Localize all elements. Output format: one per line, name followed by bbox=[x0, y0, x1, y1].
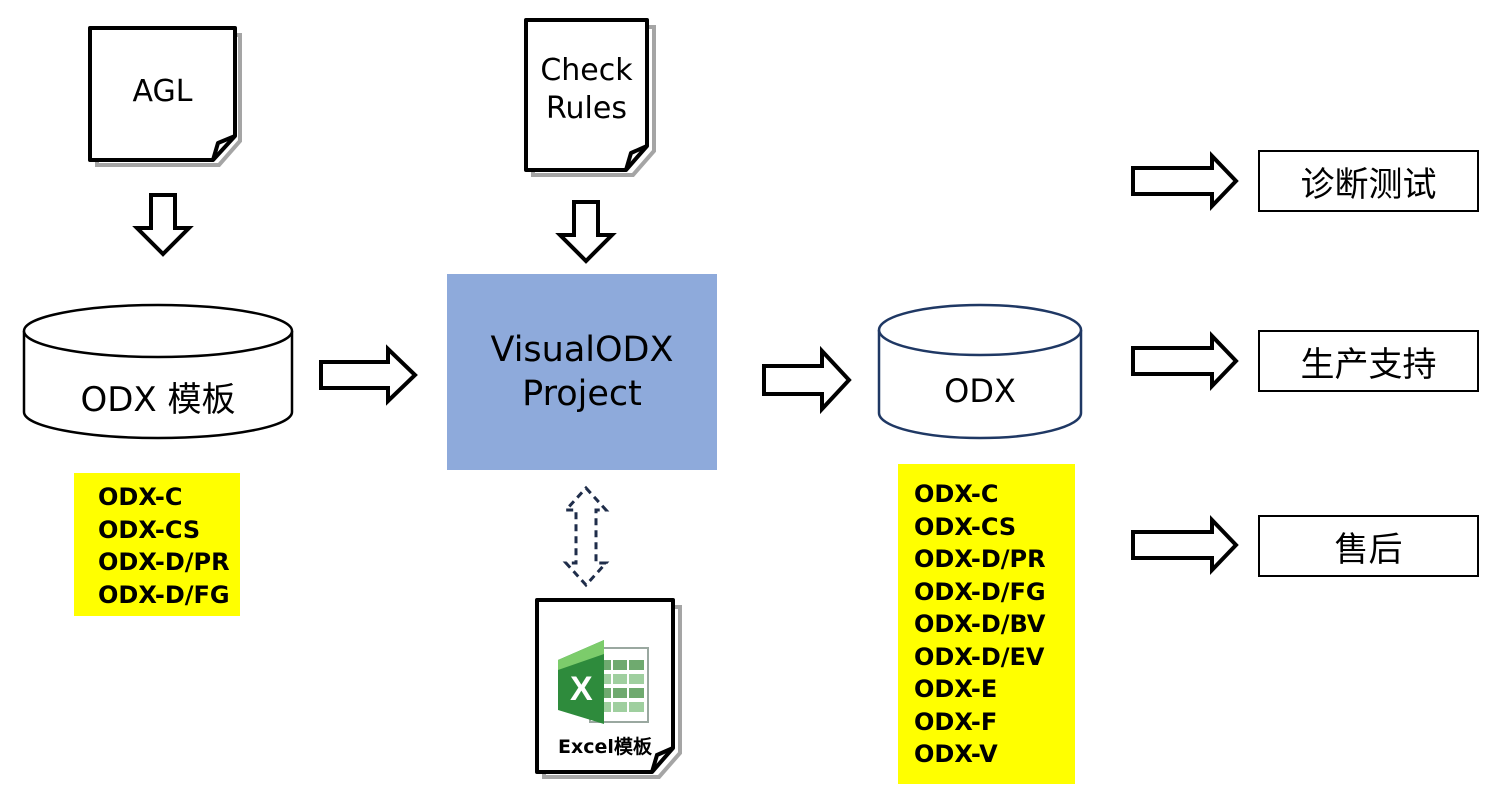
odx-output-format-item: ODX-D/FG bbox=[914, 577, 1046, 606]
odx-output-format-list: ODX-C ODX-CS ODX-D/PR ODX-D/FG ODX-D/BV ODX-D… bbox=[914, 478, 1046, 771]
odx-template-format-item: ODX-D/PR bbox=[98, 548, 230, 576]
application-label-2: 生产支持 bbox=[1300, 344, 1437, 385]
project-title-line2: Project bbox=[522, 374, 642, 414]
odx-output-format-item: ODX-D/PR bbox=[914, 545, 1046, 573]
excel-icon: X bbox=[558, 640, 649, 724]
check-rules-line1: Check bbox=[540, 53, 633, 88]
odx-template-format-item: ODX-C bbox=[98, 483, 183, 511]
application-box-after-sales: 售后 bbox=[1258, 515, 1479, 577]
svg-text:X: X bbox=[570, 670, 593, 708]
odx-template-cylinder bbox=[22, 303, 294, 440]
dashed-double-arrow bbox=[562, 485, 610, 588]
project-title-line1: VisualODX bbox=[490, 330, 674, 370]
application-label-1: 诊断测试 bbox=[1300, 164, 1437, 205]
odx-output-format-item: ODX-E bbox=[914, 675, 998, 703]
odx-output-format-item: ODX-F bbox=[914, 707, 998, 736]
odx-output-label: ODX bbox=[944, 372, 1016, 410]
down-arrow-check-rules bbox=[555, 200, 617, 264]
odx-output-format-item: ODX-V bbox=[914, 740, 998, 768]
excel-template-label: Excel模板 bbox=[558, 735, 652, 758]
application-box-production-support: 生产支持 bbox=[1258, 330, 1479, 392]
right-arrow-app-1 bbox=[1131, 151, 1239, 211]
check-rules-line2: Rules bbox=[546, 91, 627, 126]
odx-template-label: ODX 模板 bbox=[80, 379, 236, 420]
odx-output-format-item: ODX-CS bbox=[914, 512, 1017, 541]
application-box-diagnostic-test: 诊断测试 bbox=[1258, 150, 1479, 212]
odx-output-format-item: ODX-D/BV bbox=[914, 610, 1046, 638]
right-arrow-app-3 bbox=[1131, 515, 1239, 575]
check-rules-document-shape bbox=[524, 18, 656, 177]
odx-output-formats-box: ODX-C ODX-CS ODX-D/PR ODX-D/FG ODX-D/BV ODX-D… bbox=[898, 464, 1075, 784]
right-arrow-template-to-project bbox=[319, 344, 418, 406]
right-arrow-app-2 bbox=[1131, 331, 1239, 391]
odx-template-format-item: ODX-D/FG bbox=[98, 580, 230, 609]
odx-output-cylinder bbox=[877, 303, 1083, 440]
odx-template-formats-box: ODX-C ODX-CS ODX-D/PR ODX-D/FG bbox=[74, 473, 240, 616]
visualodx-project-box: VisualODX Project bbox=[447, 274, 717, 470]
odx-output-format-item: ODX-D/EV bbox=[914, 642, 1045, 671]
application-label-3: 售后 bbox=[1334, 529, 1403, 570]
odx-output-format-item: ODX-C bbox=[914, 480, 999, 508]
down-arrow-agl bbox=[132, 193, 194, 257]
odx-template-format-item: ODX-CS bbox=[98, 515, 201, 544]
check-rules-label: Check Rules bbox=[526, 48, 647, 132]
agl-label: AGL bbox=[132, 74, 193, 109]
agl-document-shape bbox=[88, 26, 242, 167]
odx-template-format-list: ODX-C ODX-CS ODX-D/PR ODX-D/FG bbox=[98, 481, 230, 611]
right-arrow-project-to-odx bbox=[762, 345, 852, 415]
